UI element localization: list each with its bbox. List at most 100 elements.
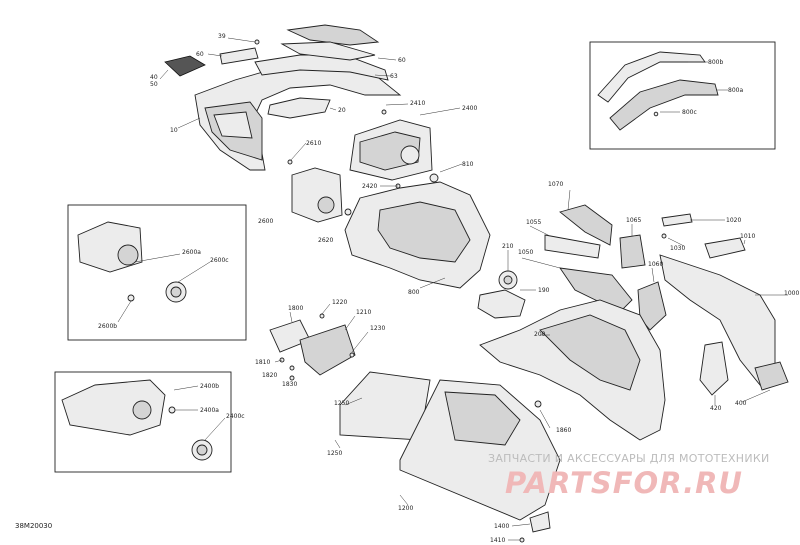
- callout-60-right: 60: [398, 57, 406, 64]
- callout-1020: 1020: [726, 217, 741, 224]
- screw-1410: [519, 537, 525, 543]
- screw-1220: [319, 313, 325, 319]
- callout-2600b: 2600b: [98, 323, 117, 330]
- headlight-housing-2600: [291, 167, 343, 223]
- callout-1030: 1030: [670, 245, 685, 252]
- callout-1250: 1250: [327, 450, 342, 457]
- bracket-190: [477, 289, 526, 319]
- callout-1830: 1830: [282, 381, 297, 388]
- callout-400: 400: [735, 400, 747, 407]
- trim-1065: [619, 234, 646, 269]
- callout-800a: 800a: [728, 87, 743, 94]
- inset-box-2400: [54, 371, 232, 473]
- screw-800c: [653, 111, 659, 117]
- callout-1800: 1800: [288, 305, 303, 312]
- callout-1010: 1010: [740, 233, 755, 240]
- cover-420: [699, 341, 729, 396]
- lower-fairing-recess: [539, 314, 641, 391]
- bulb-2400c-inner: [196, 444, 208, 456]
- ring-210-inner: [503, 275, 513, 285]
- trim-1070: [559, 204, 613, 246]
- callout-2600c: 2600c: [210, 257, 229, 264]
- callout-200: 200: [534, 331, 546, 338]
- leader-lines: [117, 37, 788, 541]
- callout-1065: 1065: [626, 217, 641, 224]
- headlight-lens-2600a: [117, 244, 139, 266]
- headlight-housing-2400-inset: [61, 379, 166, 436]
- callout-1060: 1060: [648, 261, 663, 268]
- side-panel-1200-inner: [444, 391, 521, 446]
- side-panel-1200: [399, 379, 561, 521]
- callout-1070: 1070: [548, 181, 563, 188]
- fascia-opening: [377, 201, 471, 263]
- screw-39: [254, 39, 260, 45]
- callout-50: 50: [150, 81, 158, 88]
- bulb-2600c-inner: [170, 286, 182, 298]
- screw-1830: [289, 375, 295, 381]
- mesh-grille-40-50: [164, 55, 206, 77]
- bulb-2400b: [168, 406, 176, 414]
- badge-1020: [661, 213, 693, 227]
- grille-part-60-top: [286, 24, 380, 46]
- bracket-400: [754, 361, 789, 391]
- callout-1230: 1230: [370, 325, 385, 332]
- watermark-tagline: ЗАПЧАСТИ И АКСЕССУАРЫ ДЛЯ МОТОТЕХНИКИ: [488, 452, 770, 465]
- callout-420: 420: [710, 405, 722, 412]
- callout-2600a: 2600a: [182, 249, 201, 256]
- callout-1250-upper: 1250: [334, 400, 349, 407]
- callout-1810: 1810: [255, 359, 270, 366]
- callout-10: 10: [170, 127, 178, 134]
- callout-63: 63: [390, 73, 398, 80]
- callout-20: 20: [338, 107, 346, 114]
- callout-labels: 39 60 40 50 10 60 63 20 2410 2400 2610 8…: [98, 33, 799, 544]
- callout-2400c: 2400c: [226, 413, 245, 420]
- callout-39: 39: [218, 33, 226, 40]
- callout-40: 40: [150, 74, 158, 81]
- callout-1220: 1220: [332, 299, 347, 306]
- socket-2600b: [127, 294, 135, 302]
- trim-part-60: [219, 47, 259, 65]
- headlight-lens-2400a: [132, 400, 152, 420]
- callout-810: 810: [462, 161, 474, 168]
- screw-1030: [661, 233, 667, 239]
- callout-2400b: 2400b: [200, 383, 219, 390]
- callout-1055: 1055: [526, 219, 541, 226]
- inset-box-800: [589, 41, 776, 150]
- callout-800c: 800c: [682, 109, 697, 116]
- diagram-code: 38M20030: [15, 522, 53, 530]
- callout-2620: 2620: [318, 237, 333, 244]
- callout-2410: 2410: [410, 100, 425, 107]
- trim-strip-63: [280, 41, 376, 61]
- callout-2610: 2610: [306, 140, 321, 147]
- screw-2610: [287, 159, 293, 165]
- callout-1200: 1200: [398, 505, 413, 512]
- callout-1820: 1820: [262, 372, 277, 379]
- callout-1410: 1410: [490, 537, 505, 544]
- callout-2600: 2600: [258, 218, 273, 225]
- clip-2620: [344, 208, 352, 216]
- screw-1230: [349, 352, 355, 358]
- watermark-logo: PARTSFOR.RU: [505, 466, 743, 500]
- callout-800: 800: [408, 289, 420, 296]
- small-panel-20: [267, 97, 331, 119]
- headlight-bulb-2600: [317, 196, 335, 214]
- callout-1400: 1400: [494, 523, 509, 530]
- badge-1010: [704, 237, 746, 259]
- callout-210: 210: [502, 243, 514, 250]
- screw-1820: [289, 365, 295, 371]
- bracket-1210: [299, 324, 356, 376]
- callout-1210: 1210: [356, 309, 371, 316]
- callout-2400: 2400: [462, 105, 477, 112]
- trim-1050: [544, 234, 601, 259]
- inset-box-2600: [67, 204, 247, 341]
- callout-800b: 800b: [708, 59, 723, 66]
- callout-60: 60: [196, 51, 204, 58]
- screw-2410: [381, 109, 387, 115]
- fastener-1400: [529, 511, 551, 533]
- callout-1860: 1860: [556, 427, 571, 434]
- clip-1860: [534, 400, 542, 408]
- trim-1055: [559, 267, 633, 313]
- trim-1060: [637, 281, 667, 331]
- callout-190: 190: [538, 287, 550, 294]
- callout-2400a: 2400a: [200, 407, 219, 414]
